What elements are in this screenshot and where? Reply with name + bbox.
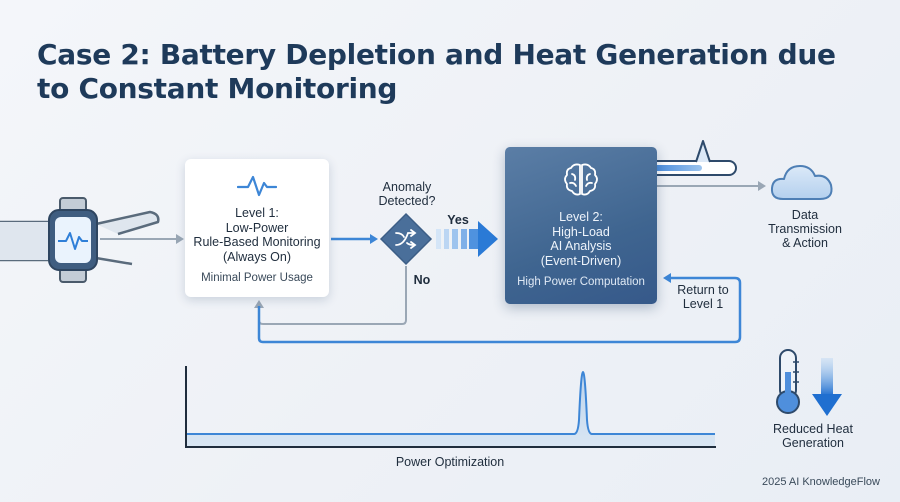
level1-title-line: (Always On) <box>222 249 292 264</box>
smartwatch-icon <box>0 197 160 283</box>
pulse-icon <box>237 175 277 197</box>
data-transmission-line: Data <box>791 208 819 222</box>
return-label-line: Level 1 <box>682 297 724 311</box>
data-transmission-line: Transmission <box>768 222 842 236</box>
decision-diamond <box>379 212 433 266</box>
level2-title-line: Level 2: <box>559 210 603 224</box>
level1-box: Level 1: Low-Power Rule-Based Monitoring… <box>185 159 329 297</box>
data-transmission-label: Data Transmission & Action <box>755 208 855 250</box>
footer-credit: 2025 AI KnowledgeFlow <box>761 476 880 488</box>
level2-title: Level 2: High-Load AI Analysis (Event-Dr… <box>505 210 657 268</box>
decision-question-line: Anomaly <box>382 180 432 194</box>
level1-title: Level 1: Low-Power Rule-Based Monitoring… <box>185 206 329 264</box>
level2-box: Level 2: High-Load AI Analysis (Event-Dr… <box>505 147 657 304</box>
brain-icon <box>564 163 598 196</box>
power-chart-label: Power Optimization <box>395 455 505 469</box>
heat-label-line: Reduced Heat <box>773 422 853 436</box>
heat-down-arrow <box>812 358 842 416</box>
level1-title-line: Low-Power <box>225 220 289 235</box>
power-optimization-chart <box>185 366 716 448</box>
no-label: No <box>413 273 431 287</box>
decision-question: Anomaly Detected? <box>362 180 452 208</box>
arrow-level2-to-cloud <box>657 181 766 191</box>
heat-label-line: Generation <box>782 436 844 450</box>
yes-label: Yes <box>447 213 469 227</box>
data-transmission-line: & Action <box>782 236 828 250</box>
level2-title-line: High-Load <box>552 224 610 239</box>
page-title: Case 2: Battery Depletion and Heat Gener… <box>37 38 836 105</box>
thermometer-icon <box>776 349 800 414</box>
decision-question-line: Detected? <box>378 194 436 208</box>
heat-label: Reduced Heat Generation <box>758 422 868 450</box>
return-label-line: Return to <box>677 283 729 297</box>
return-label: Return to Level 1 <box>663 283 743 311</box>
level1-title-line: Level 1: <box>235 206 279 220</box>
cloud-icon <box>770 165 833 200</box>
level2-title-line: (Event-Driven) <box>540 253 622 268</box>
yes-arrow <box>436 221 498 257</box>
return-loop-path <box>257 273 742 344</box>
arrow-watch-to-level1 <box>100 234 184 244</box>
level1-title-line: Rule-Based Monitoring <box>193 235 321 249</box>
level2-subtitle: High Power Computation <box>517 276 645 288</box>
level1-subtitle: Minimal Power Usage <box>201 272 313 284</box>
arrow-level1-to-decision <box>331 234 378 244</box>
shuffle-icon <box>395 229 417 249</box>
level2-title-line: AI Analysis <box>550 239 612 253</box>
